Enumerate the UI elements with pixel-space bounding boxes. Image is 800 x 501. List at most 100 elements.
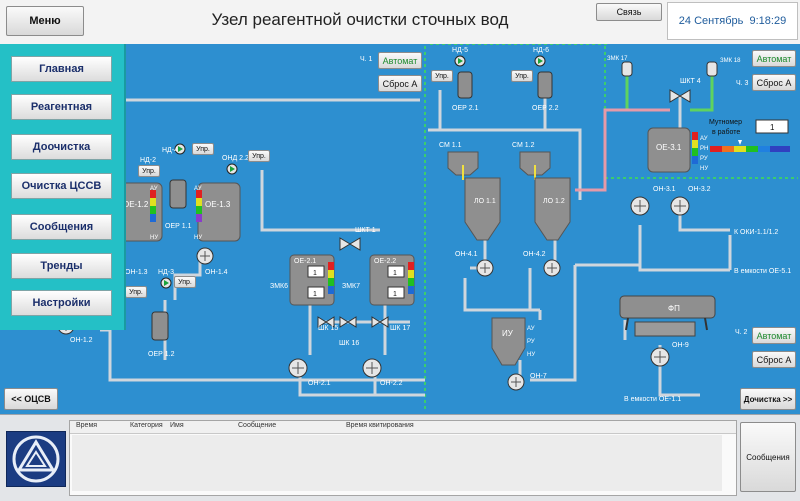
pump-ond-2-2-label: ОНД 2.2: [222, 155, 249, 162]
tank-oe-2-2-value-2: 1: [393, 291, 397, 298]
valve-shkt-1[interactable]: [339, 237, 361, 251]
thickener-iu[interactable]: [491, 317, 526, 366]
tank-oe-3-1[interactable]: [647, 127, 691, 173]
col-ack-time[interactable]: Время квитирования: [346, 422, 414, 429]
pink-pipe: [575, 108, 670, 192]
col-name[interactable]: Имя: [170, 422, 184, 429]
menu-item-settings[interactable]: Настройки: [11, 290, 112, 316]
pump-on-9[interactable]: [650, 347, 670, 367]
vessel-oer-2-1[interactable]: [457, 71, 473, 99]
col-time[interactable]: Время: [76, 422, 98, 429]
menu-item-reagent[interactable]: Реагентная: [11, 94, 112, 120]
tank-oe-1-2-label: ОЕ-1.2: [123, 200, 149, 209]
pump-on-4-1-label: ОН-4.1: [455, 251, 478, 258]
valve-zmk-17[interactable]: [621, 61, 633, 77]
upr-button-nd-4[interactable]: Упр.: [192, 143, 214, 155]
pump-on-3-2-label: ОН-3.2: [688, 186, 711, 193]
valve-shk-17[interactable]: [371, 316, 389, 328]
reset-button-section-2[interactable]: Сброс А: [752, 351, 796, 368]
pump-nd-4[interactable]: [174, 143, 186, 155]
datetime-display: 24 Сентябрь 9:18:29: [667, 2, 798, 40]
vessel-oer-1-1[interactable]: [169, 179, 187, 209]
mixer-sm-1-1-label: СМ 1.1: [439, 142, 462, 149]
auto-button-section-1[interactable]: Автомат: [378, 52, 422, 69]
turbidity-sublabel: в работе: [712, 128, 740, 136]
valve-zmk-18-label: ЗМК 18: [720, 58, 741, 64]
upr-button-nd-3-right[interactable]: Упр.: [174, 276, 196, 288]
menu-item-main[interactable]: Главная: [11, 56, 112, 82]
pump-on-1-4[interactable]: [196, 247, 214, 265]
vessel-oer-2-2[interactable]: [537, 71, 553, 99]
valve-shkt-1-label: ШКТ 1: [355, 227, 376, 234]
section-3-label: Ч. 3: [736, 80, 749, 87]
tank-oe-1-3[interactable]: [197, 182, 241, 242]
nav-back-button[interactable]: << ОЦСВ: [4, 388, 58, 410]
pump-on-2-2[interactable]: [362, 358, 382, 378]
pump-on-3-1[interactable]: [630, 196, 650, 216]
mixer-sm-1-2[interactable]: [519, 151, 551, 176]
au-label-1: АУ: [150, 186, 158, 192]
company-logo: [6, 431, 66, 487]
reset-button-section-3[interactable]: Сброс А: [752, 74, 796, 91]
reset-button-section-1[interactable]: Сброс А: [378, 75, 422, 92]
pump-on-2-1-label: ОН-2.1: [308, 380, 331, 387]
level-bar-oe-1-3: [196, 190, 202, 222]
pump-on-1-3-label: ОН-1.3: [125, 269, 148, 276]
valve-zmk7-label: ЗМК7: [342, 283, 360, 290]
oe31-au-label: АУ: [700, 136, 708, 142]
upr-button-nd-6[interactable]: Упр.: [511, 70, 533, 82]
valve-shk-17-label: ШК 17: [390, 325, 410, 332]
pump-on-7[interactable]: [507, 373, 525, 391]
menu-item-messages[interactable]: Сообщения: [11, 214, 112, 240]
upr-button-nd-5[interactable]: Упр.: [431, 70, 453, 82]
menu-button[interactable]: Меню: [6, 6, 84, 36]
menu-item-trends[interactable]: Тренды: [11, 253, 112, 279]
vessel-oer-1-2[interactable]: [151, 311, 169, 341]
valve-shk-15-label: ШК 15: [318, 325, 338, 332]
link-button[interactable]: Связь: [596, 3, 662, 21]
upr-button-nd-3-left[interactable]: Упр.: [125, 286, 147, 298]
pump-nd-5[interactable]: [454, 55, 466, 67]
pump-on-3-2[interactable]: [670, 196, 690, 216]
messages-button[interactable]: Сообщения: [740, 422, 796, 492]
section-2-label: Ч. 2: [735, 329, 748, 336]
settler-lo-1-1[interactable]: [464, 177, 501, 241]
menu-item-tsssv[interactable]: Очистка ЦССВ: [11, 173, 112, 199]
valve-shk-16[interactable]: [339, 316, 357, 328]
pump-ond-2-2[interactable]: [226, 163, 238, 175]
col-message[interactable]: Сообщение: [238, 422, 277, 429]
pump-on-2-2-label: ОН-2.2: [380, 380, 403, 387]
tank-oe-2-2-label: ОЕ-2.2: [374, 258, 396, 265]
message-log[interactable]: Время Категория Имя Сообщение Время квит…: [69, 420, 737, 496]
upr-button-nd-2[interactable]: Упр.: [138, 165, 160, 177]
triangle-logo-icon: [12, 435, 60, 483]
dest-oe11-label: В емкости ОЕ-1.1: [624, 396, 681, 403]
iu-nu-label: НУ: [527, 352, 535, 358]
vessel-oer-1-2-label: ОЕР 1.2: [148, 351, 175, 358]
mixer-sm-1-1[interactable]: [447, 151, 479, 176]
settler-lo-1-2[interactable]: [534, 177, 571, 241]
level-bar-oe-2-1: [328, 262, 334, 294]
valve-shk-15[interactable]: [317, 316, 335, 328]
col-category[interactable]: Категория: [130, 422, 163, 429]
nav-forward-button[interactable]: Дочистка >>: [740, 388, 796, 410]
menu-item-post-treatment[interactable]: Доочистка: [11, 134, 112, 160]
pump-on-4-1[interactable]: [476, 259, 494, 277]
pump-nd-6[interactable]: [534, 55, 546, 67]
pump-on-2-1[interactable]: [288, 358, 308, 378]
valve-zmk-18[interactable]: [706, 61, 718, 77]
pump-on-1-2-label: ОН-1.2: [70, 337, 93, 344]
level-bar-oe-2-2: [408, 262, 414, 294]
tank-oe-2-1-value-1: 1: [313, 270, 317, 277]
pump-on-3-1-label: ОН-3.1: [653, 186, 676, 193]
filter-press-fp[interactable]: [619, 295, 716, 319]
auto-button-section-2[interactable]: Автомат: [752, 327, 796, 344]
top-bar: Меню Узел реагентной очистки сточных вод…: [0, 0, 800, 45]
message-log-header: Время Категория Имя Сообщение Время квит…: [70, 421, 736, 434]
pump-on-4-2[interactable]: [543, 259, 561, 277]
valve-shkt-4[interactable]: [669, 89, 691, 103]
turbidity-value-box: [755, 119, 789, 134]
pump-nd-3[interactable]: [160, 277, 172, 289]
auto-button-section-3[interactable]: Автомат: [752, 50, 796, 67]
upr-button-ond-2-2[interactable]: Упр.: [248, 150, 270, 162]
